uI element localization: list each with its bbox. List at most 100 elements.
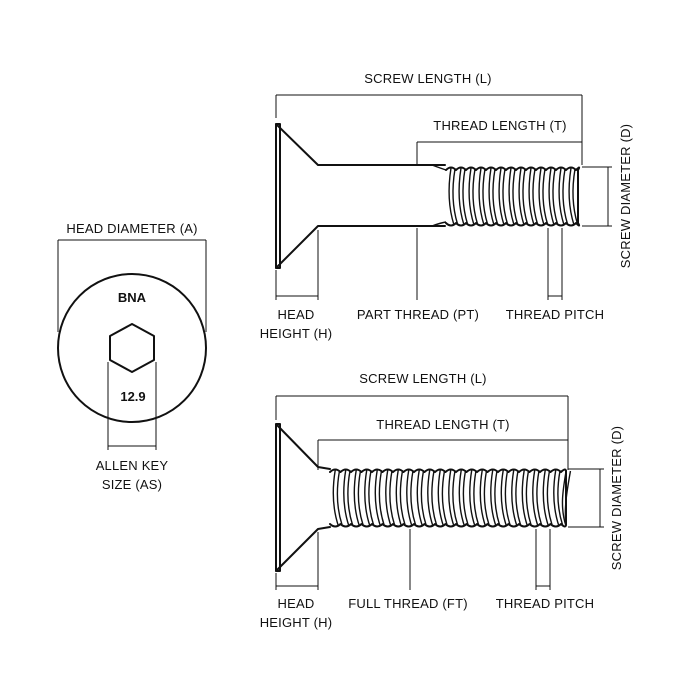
- thread-helix-line: [431, 470, 438, 526]
- thread-helix-line: [553, 469, 560, 527]
- thread-runout: [431, 164, 447, 227]
- thread-helix-line: [347, 470, 354, 526]
- thread-crest-top: [329, 468, 568, 473]
- grade-marking: 12.9: [120, 389, 145, 404]
- thread-crest-top: [445, 166, 581, 171]
- thread-helix-line: [427, 469, 434, 527]
- thread-length-label: THREAD LENGTH (T): [376, 417, 509, 432]
- thread-helix-line: [542, 469, 550, 527]
- thread-helix-line: [525, 470, 532, 526]
- thread-helix-line: [562, 168, 569, 225]
- thread-helix-line: [568, 167, 575, 226]
- thread-helix-line: [420, 470, 427, 526]
- thread-helix-line: [478, 167, 485, 226]
- thread-helix-line: [508, 167, 515, 226]
- hex-socket-icon: [109, 323, 155, 373]
- allen-key-label-line2: SIZE (AS): [102, 477, 162, 492]
- thread-helix-line: [532, 168, 539, 225]
- thread-helix-line: [479, 469, 487, 527]
- thread-helix-line: [353, 469, 361, 527]
- thread-helix-line: [473, 470, 480, 526]
- thread-helix-line: [410, 470, 417, 526]
- thread-helix-line: [548, 167, 555, 226]
- thread-helix-line: [518, 167, 525, 226]
- thread-helix-line: [558, 167, 565, 226]
- thread-helix-line: [389, 470, 396, 526]
- thread-helix-line: [532, 469, 539, 527]
- thread-helix-line: [522, 168, 529, 225]
- thread-helix-line: [521, 469, 529, 527]
- thread-helix-line: [488, 167, 495, 226]
- head-view: HEAD DIAMETER (A) BNA 12.9 ALLEN KEY SIZ…: [57, 221, 207, 492]
- thread-helix-line: [557, 470, 564, 526]
- thread-helix-line: [504, 470, 511, 526]
- thread-helix-line: [500, 469, 508, 527]
- head-height-label-line2: HEIGHT (H): [260, 615, 333, 630]
- thread-helix-line: [512, 168, 519, 225]
- thread-helix-line: [332, 469, 340, 527]
- thread-helix-line: [399, 470, 406, 526]
- thread-helix-line: [546, 470, 553, 526]
- thread-helix-line: [572, 168, 579, 225]
- thread-helix-line: [448, 167, 455, 226]
- thread-helix-line: [441, 470, 448, 526]
- thread-helix-line: [357, 470, 364, 526]
- thread-helix-line: [536, 470, 543, 526]
- thread-helix-line: [552, 168, 559, 225]
- thread-helix-line: [368, 470, 375, 526]
- countersunk-head-and-shank: [275, 123, 446, 269]
- thread-helix-line: [458, 167, 465, 226]
- thread-helix-line: [374, 469, 382, 527]
- head-height-label-line1: HEAD: [278, 596, 315, 611]
- thread-helix-line: [406, 469, 413, 527]
- thread-helix-line: [482, 168, 489, 225]
- thread-pitch-label: THREAD PITCH: [506, 307, 604, 322]
- thread-helix-line: [511, 469, 518, 527]
- head-height-label-line2: HEIGHT (H): [260, 326, 333, 341]
- thread-helix-line: [528, 167, 535, 226]
- thread-helix-line: [448, 469, 455, 527]
- head-height-label-line1: HEAD: [278, 307, 315, 322]
- partial-thread-screw: SCREW LENGTH (L) THREAD LENGTH (T) SCREW…: [260, 71, 633, 341]
- thread-helix-line: [416, 469, 424, 527]
- full-thread-label: FULL THREAD (FT): [348, 596, 467, 611]
- thread-helix-line: [515, 470, 522, 526]
- thread-helix-line: [462, 168, 469, 225]
- screw-length-label: SCREW LENGTH (L): [359, 371, 486, 386]
- thread-section: [445, 166, 581, 227]
- screw-diameter-label: SCREW DIAMETER (D): [609, 426, 624, 570]
- thread-helix-line: [364, 469, 371, 527]
- thread-helix-line: [492, 168, 499, 225]
- screw-length-label: SCREW LENGTH (L): [364, 71, 491, 86]
- thread-helix-line: [468, 167, 475, 226]
- thread-crest-bottom: [445, 222, 581, 227]
- thread-length-label: THREAD LENGTH (T): [433, 118, 566, 133]
- thread-helix-line: [336, 470, 343, 526]
- thread-helix-line: [378, 470, 385, 526]
- thread-helix-line: [483, 470, 490, 526]
- thread-helix-line: [385, 469, 392, 527]
- thread-helix-line: [458, 469, 466, 527]
- allen-key-label-line1: ALLEN KEY: [96, 458, 169, 473]
- thread-helix-line: [469, 469, 476, 527]
- screw-head-circle: [57, 273, 207, 423]
- thread-helix-line: [542, 168, 549, 225]
- screw-diameter-label: SCREW DIAMETER (D): [618, 124, 633, 268]
- thread-helix-line: [437, 469, 445, 527]
- thread-helix-line: [490, 469, 497, 527]
- full-thread-screw: SCREW LENGTH (L) THREAD LENGTH (T) SCREW…: [260, 371, 624, 630]
- countersunk-head: [275, 423, 331, 572]
- thread-helix-line: [494, 470, 501, 526]
- thread-section: [329, 468, 572, 528]
- thread-helix-line: [452, 168, 459, 225]
- thread-helix-line: [498, 167, 505, 226]
- thread-helix-line: [395, 469, 403, 527]
- thread-helix-line: [452, 470, 459, 526]
- thread-pitch-label: THREAD PITCH: [496, 596, 594, 611]
- brand-marking: BNA: [118, 290, 147, 305]
- thread-helix-line: [502, 168, 509, 225]
- thread-helix-line: [462, 470, 469, 526]
- part-thread-label: PART THREAD (PT): [357, 307, 479, 322]
- thread-helix-line: [538, 167, 545, 226]
